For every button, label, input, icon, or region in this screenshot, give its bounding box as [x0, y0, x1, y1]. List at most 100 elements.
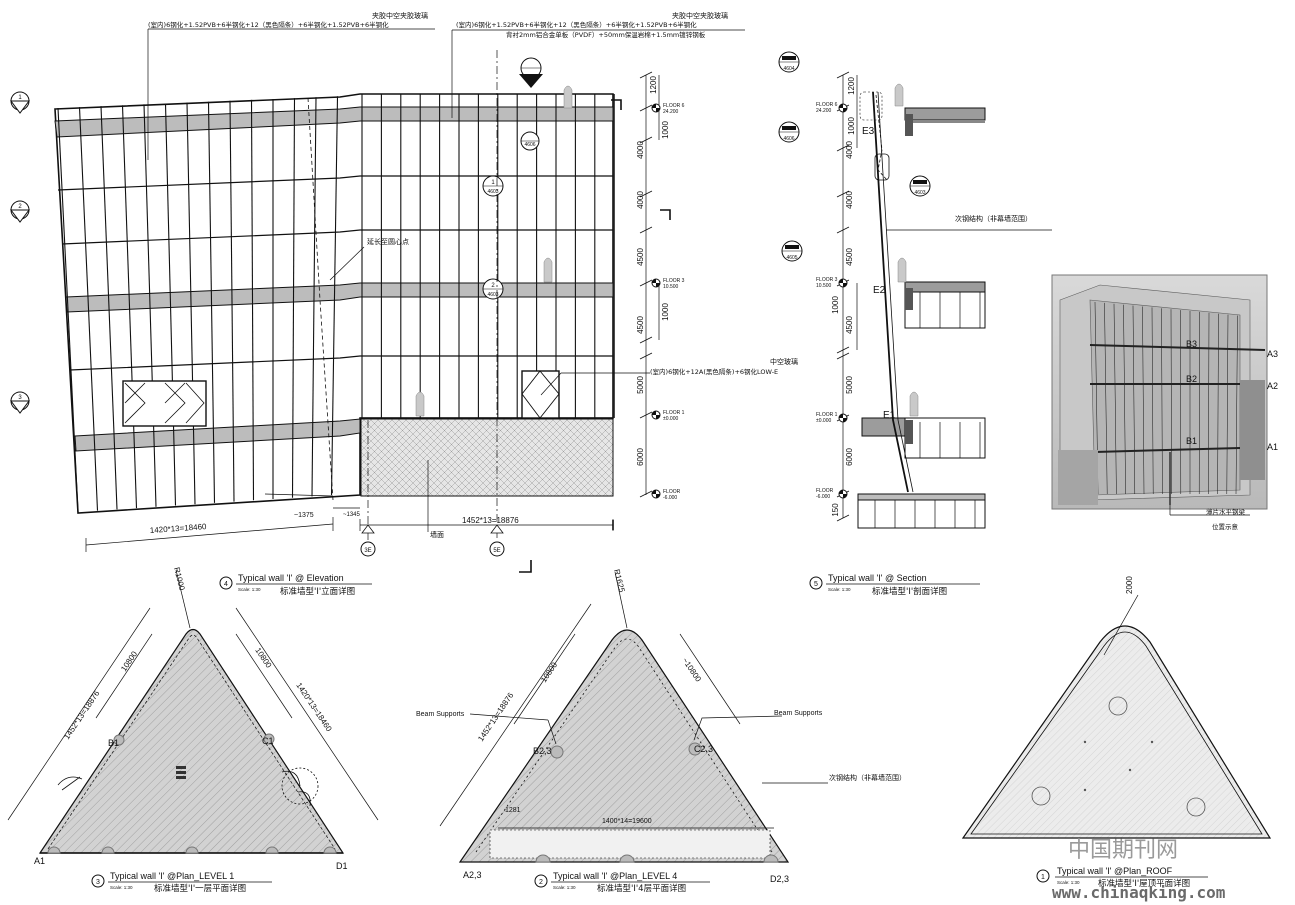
- svg-text:4500: 4500: [845, 248, 854, 266]
- svg-text:Scale: 1:30: Scale: 1:30: [238, 587, 261, 592]
- spec-glass-left: (室内)6钢化+1.52PVB+6半钢化+12（黑色隔条）+6半钢化+1.52P…: [148, 20, 389, 29]
- watermark: 中国期刊网 www.chinaqking.com: [1052, 838, 1226, 902]
- section-bubbles: 4604 4606 4603 4605: [778, 51, 931, 262]
- svg-text:4500: 4500: [636, 316, 645, 334]
- svg-text:2: 2: [18, 204, 22, 210]
- svg-text:150: 150: [831, 503, 840, 517]
- render-view: B3 B2 B1 A3 A2 A1 薄片水平钢梁 位置示意: [1051, 274, 1278, 531]
- plan4-radius: R1625: [612, 568, 627, 594]
- svg-text:-6.000: -6.000: [816, 494, 830, 500]
- title-block-plan1: 3 Typical wall 'I' @Plan_LEVEL 1 Scale: …: [91, 871, 272, 894]
- slab-edge-blocks: [905, 114, 913, 444]
- spec-glass-right-2: 背衬2mm铝合金单板（PVDF）+50mm保温岩棉+1.5mm镀锌钢板: [506, 30, 706, 39]
- svg-text:24.200: 24.200: [816, 108, 832, 114]
- line-segment: [639, 226, 653, 234]
- section-label-e1: E1: [883, 410, 896, 421]
- level-marker-2: 2: [10, 200, 30, 223]
- dim-elevation-small2: ~1345: [343, 512, 361, 518]
- plan-level-1: 10800 10800 1452*13=18876 1420*13=18460 …: [7, 566, 379, 894]
- svg-text:A1: A1: [1267, 442, 1278, 452]
- svg-text:B2,3: B2,3: [533, 746, 552, 756]
- svg-text:1: 1: [491, 180, 495, 186]
- section-wall-line: [872, 91, 914, 493]
- svg-text:2: 2: [539, 879, 543, 886]
- line-segment: [1235, 315, 1238, 495]
- plan-roof: 2000 1 Typical wall 'I' @Plan_ROOF Scale…: [961, 576, 1272, 889]
- line-segment: [836, 144, 850, 152]
- height-dimension-chain: [639, 71, 660, 498]
- svg-text:FLOOR 3: FLOOR 3: [816, 277, 838, 283]
- detail-bubble-4603b: 2 4603: [482, 278, 504, 300]
- mullion-group: [57, 94, 615, 513]
- line-segment: [1226, 314, 1229, 495]
- svg-text:B2: B2: [1186, 374, 1197, 384]
- base-wall-hatch: [360, 418, 614, 497]
- svg-text:1000: 1000: [661, 121, 670, 139]
- svg-text:4000: 4000: [636, 141, 645, 159]
- svg-text:5E: 5E: [493, 548, 500, 554]
- svg-text:D2,3: D2,3: [770, 874, 789, 884]
- section-label-e3: E3: [862, 126, 875, 137]
- svg-text:FLOOR 1: FLOOR 1: [663, 410, 685, 416]
- transom-band-low: [74, 418, 361, 452]
- transom-lines: [57, 175, 613, 419]
- svg-text:FLOOR 6: FLOOR 6: [816, 102, 838, 108]
- svg-text:FLOOR 1: FLOOR 1: [816, 412, 838, 418]
- svg-text:FLOOR 6: FLOOR 6: [663, 103, 685, 109]
- detail-bubble-4603: 1 4603: [482, 175, 504, 197]
- spec-glass-right-1: (室内)6钢化+1.52PVB+6半钢化+12（黑色隔条）+6半钢化+1.52P…: [456, 20, 697, 29]
- line-segment: [311, 97, 317, 497]
- door-panel-left: [122, 380, 207, 427]
- line-segment: [836, 352, 850, 360]
- svg-text:3E: 3E: [364, 548, 371, 554]
- svg-text:FLOOR: FLOOR: [816, 488, 834, 494]
- line-segment: [100, 106, 118, 510]
- detail-bubble-4606: 4606: [520, 131, 540, 151]
- bottom-dimensions: [85, 493, 614, 552]
- line-segment: [164, 103, 177, 506]
- plan4-dim-bottom: 1400*14=19600: [602, 818, 652, 825]
- svg-text:Scale: 1:30: Scale: 1:30: [828, 587, 851, 592]
- plan1-dim-a: 10800: [119, 649, 139, 673]
- plan1-dim-right: 1420*13=18460: [294, 681, 333, 734]
- line-segment: [143, 104, 157, 507]
- title-block-plan4: 2 Typical wall 'I' @Plan_LEVEL 4 Scale: …: [534, 871, 710, 894]
- svg-text:3: 3: [96, 879, 100, 886]
- line-segment: [639, 104, 653, 112]
- plan4-note-secondary: 次钢结构（非幕墙范围）: [829, 773, 906, 782]
- line-segment: [330, 96, 339, 496]
- line-segment: [639, 71, 653, 79]
- line-segment: [639, 490, 653, 498]
- line-segment: [639, 411, 653, 419]
- line-segment: [121, 105, 138, 509]
- plan-level-4: 1400*14=19600 1281 10800 ~10800 1452*13=…: [416, 568, 906, 894]
- title-plan4: Typical wall 'I' @Plan_LEVEL 4: [553, 871, 677, 881]
- section-height-labels: 1200 1000 4000 4000 4500 4500 1000 5000 …: [831, 77, 856, 517]
- plan4-triangle: [458, 629, 790, 863]
- title-plan1: Typical wall 'I' @Plan_LEVEL 1: [110, 871, 234, 881]
- line-segment: [1208, 312, 1210, 495]
- line-segment: [836, 190, 850, 198]
- dim-elevation-small: ~1375: [294, 512, 314, 519]
- svg-text:FLOOR 3: FLOOR 3: [663, 278, 685, 284]
- floor-markers-section: FLOOR 624.200 FLOOR 310.500 FLOOR 1±0.00…: [816, 102, 848, 500]
- svg-text:24.200: 24.200: [663, 109, 679, 115]
- svg-text:4603: 4603: [487, 292, 498, 298]
- grid-bubble-3e: 3E: [360, 524, 376, 557]
- svg-text:5: 5: [814, 581, 818, 588]
- plan4-beam-supports-right: Beam Supports: [774, 710, 823, 717]
- section-figures: [894, 83, 919, 417]
- height-labels: 1200 4000 1000 4000 4500 4500 1000 5000 …: [636, 76, 670, 466]
- line-segment: [229, 100, 235, 502]
- label-laminated-glass-left: 夹胶中空夹胶玻璃: [372, 11, 428, 20]
- door-panel-right: [521, 370, 560, 419]
- plan1-dim-left: 1452*13=18876: [62, 689, 101, 742]
- plan1-radius: R1000: [172, 566, 187, 592]
- svg-text:4605: 4605: [786, 255, 797, 261]
- svg-text:标准墙型'I'一层平面详图: 标准墙型'I'一层平面详图: [154, 883, 246, 894]
- line-segment: [836, 226, 850, 234]
- transom-band-mid: [65, 282, 614, 313]
- svg-text:B1: B1: [1186, 436, 1197, 446]
- svg-text:-6.000: -6.000: [663, 495, 677, 501]
- line-segment: [1217, 313, 1219, 495]
